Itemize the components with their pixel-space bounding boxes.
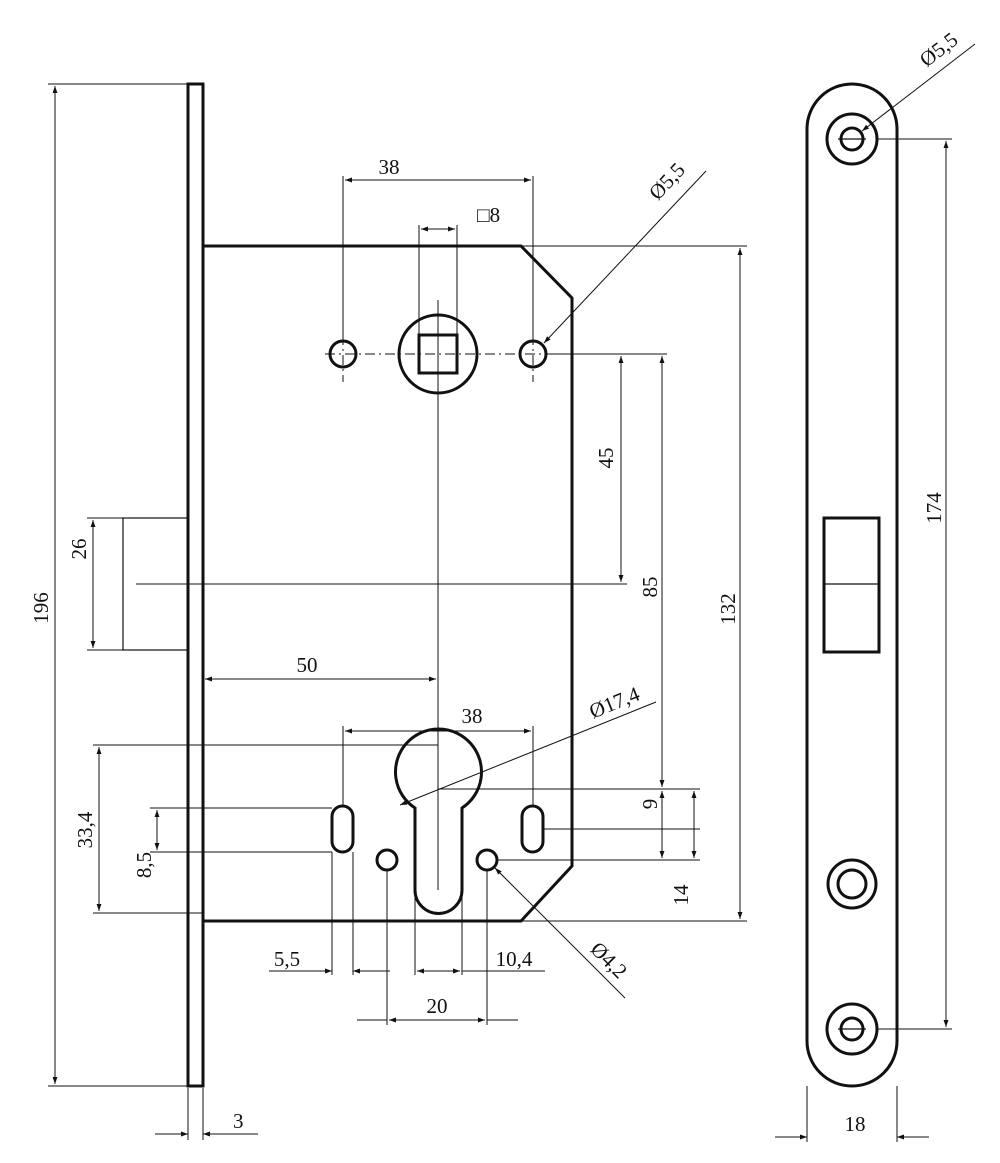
dim-9-label: 9 bbox=[638, 799, 662, 810]
dim-26-label: 26 bbox=[67, 539, 91, 560]
dim-38-top-label: 38 bbox=[379, 155, 400, 179]
dim-85-label: 85 bbox=[638, 577, 662, 598]
dim-132-label: 132 bbox=[716, 593, 740, 625]
dim-196-label: 196 bbox=[29, 592, 53, 624]
cylinder-slot-right bbox=[520, 804, 545, 854]
strike-latch-opening bbox=[822, 516, 881, 654]
dim-diameter-17-4-label: Ø17,4 bbox=[586, 681, 644, 723]
dim-38-bottom-label: 38 bbox=[462, 704, 483, 728]
dim-20-label: 20 bbox=[427, 994, 448, 1018]
dim-14-label: 14 bbox=[669, 884, 693, 906]
dimension-labels: 196 3 26 50 38 □8 Ø5,5 45 85 132 38 Ø17,… bbox=[29, 27, 962, 1136]
faceplate bbox=[186, 82, 205, 1088]
front-view bbox=[122, 82, 574, 1088]
screw-hole-left bbox=[375, 848, 399, 872]
dim-diameter-5-5-label: Ø5,5 bbox=[644, 158, 690, 205]
dimension-lines bbox=[48, 43, 976, 1142]
dim-5-5-label: 5,5 bbox=[274, 947, 300, 971]
strike-hole-middle-inner bbox=[836, 868, 868, 900]
dim-33-4-label: 33,4 bbox=[73, 811, 97, 848]
dim-3-label: 3 bbox=[233, 1109, 244, 1133]
strike-dim-174-label: 174 bbox=[922, 492, 946, 524]
strike-view bbox=[805, 82, 899, 1088]
dim-square-8-label: □8 bbox=[477, 203, 500, 227]
strike-hole-middle-outer bbox=[826, 858, 878, 910]
strike-dim-18-label: 18 bbox=[845, 1112, 866, 1136]
screw-hole-right bbox=[475, 848, 499, 872]
strike-dim-diameter-5-5-label: Ø5,5 bbox=[915, 27, 962, 71]
cylinder-slot-left bbox=[330, 804, 355, 854]
dim-45-label: 45 bbox=[594, 448, 618, 469]
dim-10-4-label: 10,4 bbox=[496, 947, 533, 971]
dim-8-5-label: 8,5 bbox=[132, 852, 156, 878]
strike-plate bbox=[805, 82, 899, 1088]
dim-diameter-4-2-label: Ø4,2 bbox=[586, 937, 632, 983]
lock-case bbox=[203, 244, 574, 923]
cylinder-cutout bbox=[394, 727, 483, 915]
dim-50-label: 50 bbox=[297, 653, 318, 677]
